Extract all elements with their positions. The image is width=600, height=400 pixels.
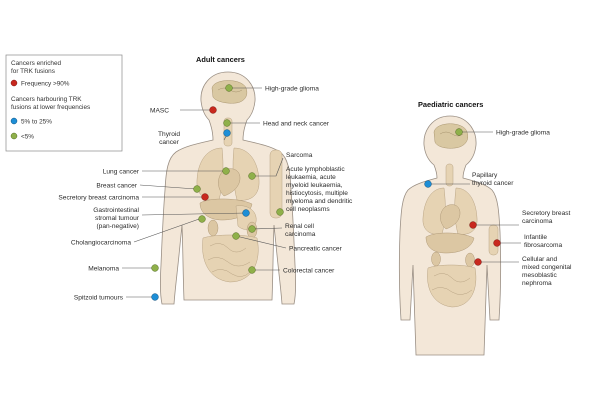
label-paed-meso-4: nephroma <box>522 280 552 287</box>
marker-adult-secretory <box>201 193 209 201</box>
marker-paed-thyroid <box>424 180 432 188</box>
marker-adult-lung <box>222 167 230 175</box>
marker-paed-mesoblastic <box>474 258 482 266</box>
adult-brain <box>211 80 248 104</box>
legend: Cancers enriched for TRK fusions Frequen… <box>5 54 123 152</box>
label-paed-meso-1: Cellular and <box>522 256 558 263</box>
paediatric-figure: Paediatric cancers High-grade glioma Pap… <box>398 100 572 356</box>
marker-adult-renal <box>248 225 256 233</box>
marker-adult-headneck <box>223 119 231 127</box>
marker-adult-melanoma <box>151 264 159 272</box>
legend-red-dot <box>10 79 18 87</box>
legend-box <box>5 54 123 152</box>
legend-freq-high: Frequency >90% <box>21 81 70 88</box>
label-adult-lung: Lung cancer <box>103 169 140 176</box>
leader-adult-sarcoma <box>252 157 284 177</box>
marker-paed-glioma <box>455 128 463 136</box>
label-adult-colorectal: Colorectal cancer <box>283 268 335 275</box>
legend-lower-heading-1: Cancers harbouring TRK <box>11 96 82 103</box>
marker-adult-masc <box>209 106 217 114</box>
paed-trachea <box>445 163 454 187</box>
marker-adult-colorectal <box>248 266 256 274</box>
label-adult-gist-1: Gastrointestinal <box>93 207 139 214</box>
leader-adult-renal <box>251 227 283 230</box>
marker-adult-spitzoid <box>151 293 159 301</box>
leader-adult-gist <box>141 212 247 216</box>
paed-heart <box>440 204 461 230</box>
marker-paed-fibro <box>493 239 501 247</box>
label-adult-spitzoid: Spitzoid tumours <box>74 295 124 302</box>
legend-green-dot <box>10 132 18 140</box>
paed-kidney-right <box>465 252 475 268</box>
paediatric-title: Paediatric cancers <box>418 100 483 109</box>
label-adult-masc: MASC <box>150 108 169 115</box>
label-adult-thyroid-2: cancer <box>159 139 180 146</box>
paed-brain <box>433 123 468 149</box>
label-adult-leuk-5: myeloma and dendritic <box>286 198 353 205</box>
label-adult-renal-2: carcinoma <box>285 231 316 238</box>
marker-adult-cholangio <box>198 215 206 223</box>
label-paed-fibro-2: fibrosarcoma <box>524 242 562 249</box>
legend-freq-low: <5% <box>21 134 34 141</box>
legend-lower-heading-2: fusions at lower frequencies <box>11 104 90 111</box>
marker-adult-leukaemia <box>276 208 284 216</box>
paed-kidney-left <box>431 251 441 267</box>
leader-adult-cholangio <box>133 217 203 243</box>
label-adult-headneck: Head and neck cancer <box>263 121 330 128</box>
leader-adult-breast <box>139 184 197 190</box>
paed-brain-fold <box>439 131 464 137</box>
label-paed-thyroid-2: thyroid cancer <box>472 180 514 187</box>
label-adult-leuk-6: cell neoplasms <box>286 206 330 213</box>
label-paed-meso-2: mixed congenital <box>522 264 572 271</box>
marker-adult-glioma <box>225 84 233 92</box>
label-adult-leuk-2: leukaemia, acute <box>286 174 336 181</box>
marker-paed-secretory <box>469 221 477 229</box>
label-adult-renal-1: Renal cell <box>285 223 314 230</box>
label-paed-secretory-2: carcinoma <box>522 218 553 225</box>
label-adult-glioma: High-grade glioma <box>265 86 319 93</box>
label-adult-breast: Breast cancer <box>96 183 137 190</box>
legend-enriched-heading-2: for TRK fusions <box>11 68 55 75</box>
paed-intestines <box>427 264 477 308</box>
label-paed-thyroid-1: Papillary <box>472 172 498 179</box>
paed-liver <box>425 232 475 254</box>
adult-title: Adult cancers <box>196 55 245 64</box>
legend-freq-mid: 5% to 25% <box>21 119 52 126</box>
label-adult-gist-3: (pan-negative) <box>96 223 139 230</box>
label-paed-meso-3: mesoblastic <box>522 272 558 279</box>
marker-adult-sarcoma <box>248 172 256 180</box>
label-adult-sarcoma: Sarcoma <box>286 152 313 159</box>
label-adult-leuk-4: histiocytosis, multiple <box>286 190 348 197</box>
label-adult-gist-2: stromal tumour <box>95 215 140 222</box>
marker-adult-pancreatic <box>232 232 240 240</box>
label-paed-fibro-1: Infantile <box>524 234 547 241</box>
label-adult-leuk-1: Acute lymphoblastic <box>286 166 345 173</box>
adult-kidney-left <box>207 219 219 237</box>
marker-adult-thyroid <box>223 129 231 137</box>
legend-enriched-heading-1: Cancers enriched <box>11 60 62 67</box>
marker-adult-breast <box>193 185 201 193</box>
label-adult-leuk-3: myeloid leukaemia, <box>286 182 343 189</box>
paed-intestine-folds <box>431 273 473 295</box>
legend-blue-dot <box>10 117 18 125</box>
label-adult-cholangio: Cholangiocarcinoma <box>71 240 131 247</box>
adult-figure: Adult cancers <box>58 55 353 305</box>
adult-heart <box>218 168 241 197</box>
label-adult-melanoma: Melanoma <box>88 266 119 273</box>
adult-bone <box>269 149 283 219</box>
label-paed-glioma: High-grade glioma <box>496 130 550 137</box>
marker-adult-gist <box>242 209 250 217</box>
label-adult-pancreatic: Pancreatic cancer <box>289 246 343 253</box>
label-adult-thyroid-1: Thyroid <box>158 131 180 138</box>
label-paed-secretory-1: Secretory breast <box>522 210 571 217</box>
adult-intestine-folds <box>207 243 251 277</box>
leader-adult-pancreatic <box>235 235 287 249</box>
label-adult-secretory: Secretory breast carcinoma <box>58 195 139 202</box>
